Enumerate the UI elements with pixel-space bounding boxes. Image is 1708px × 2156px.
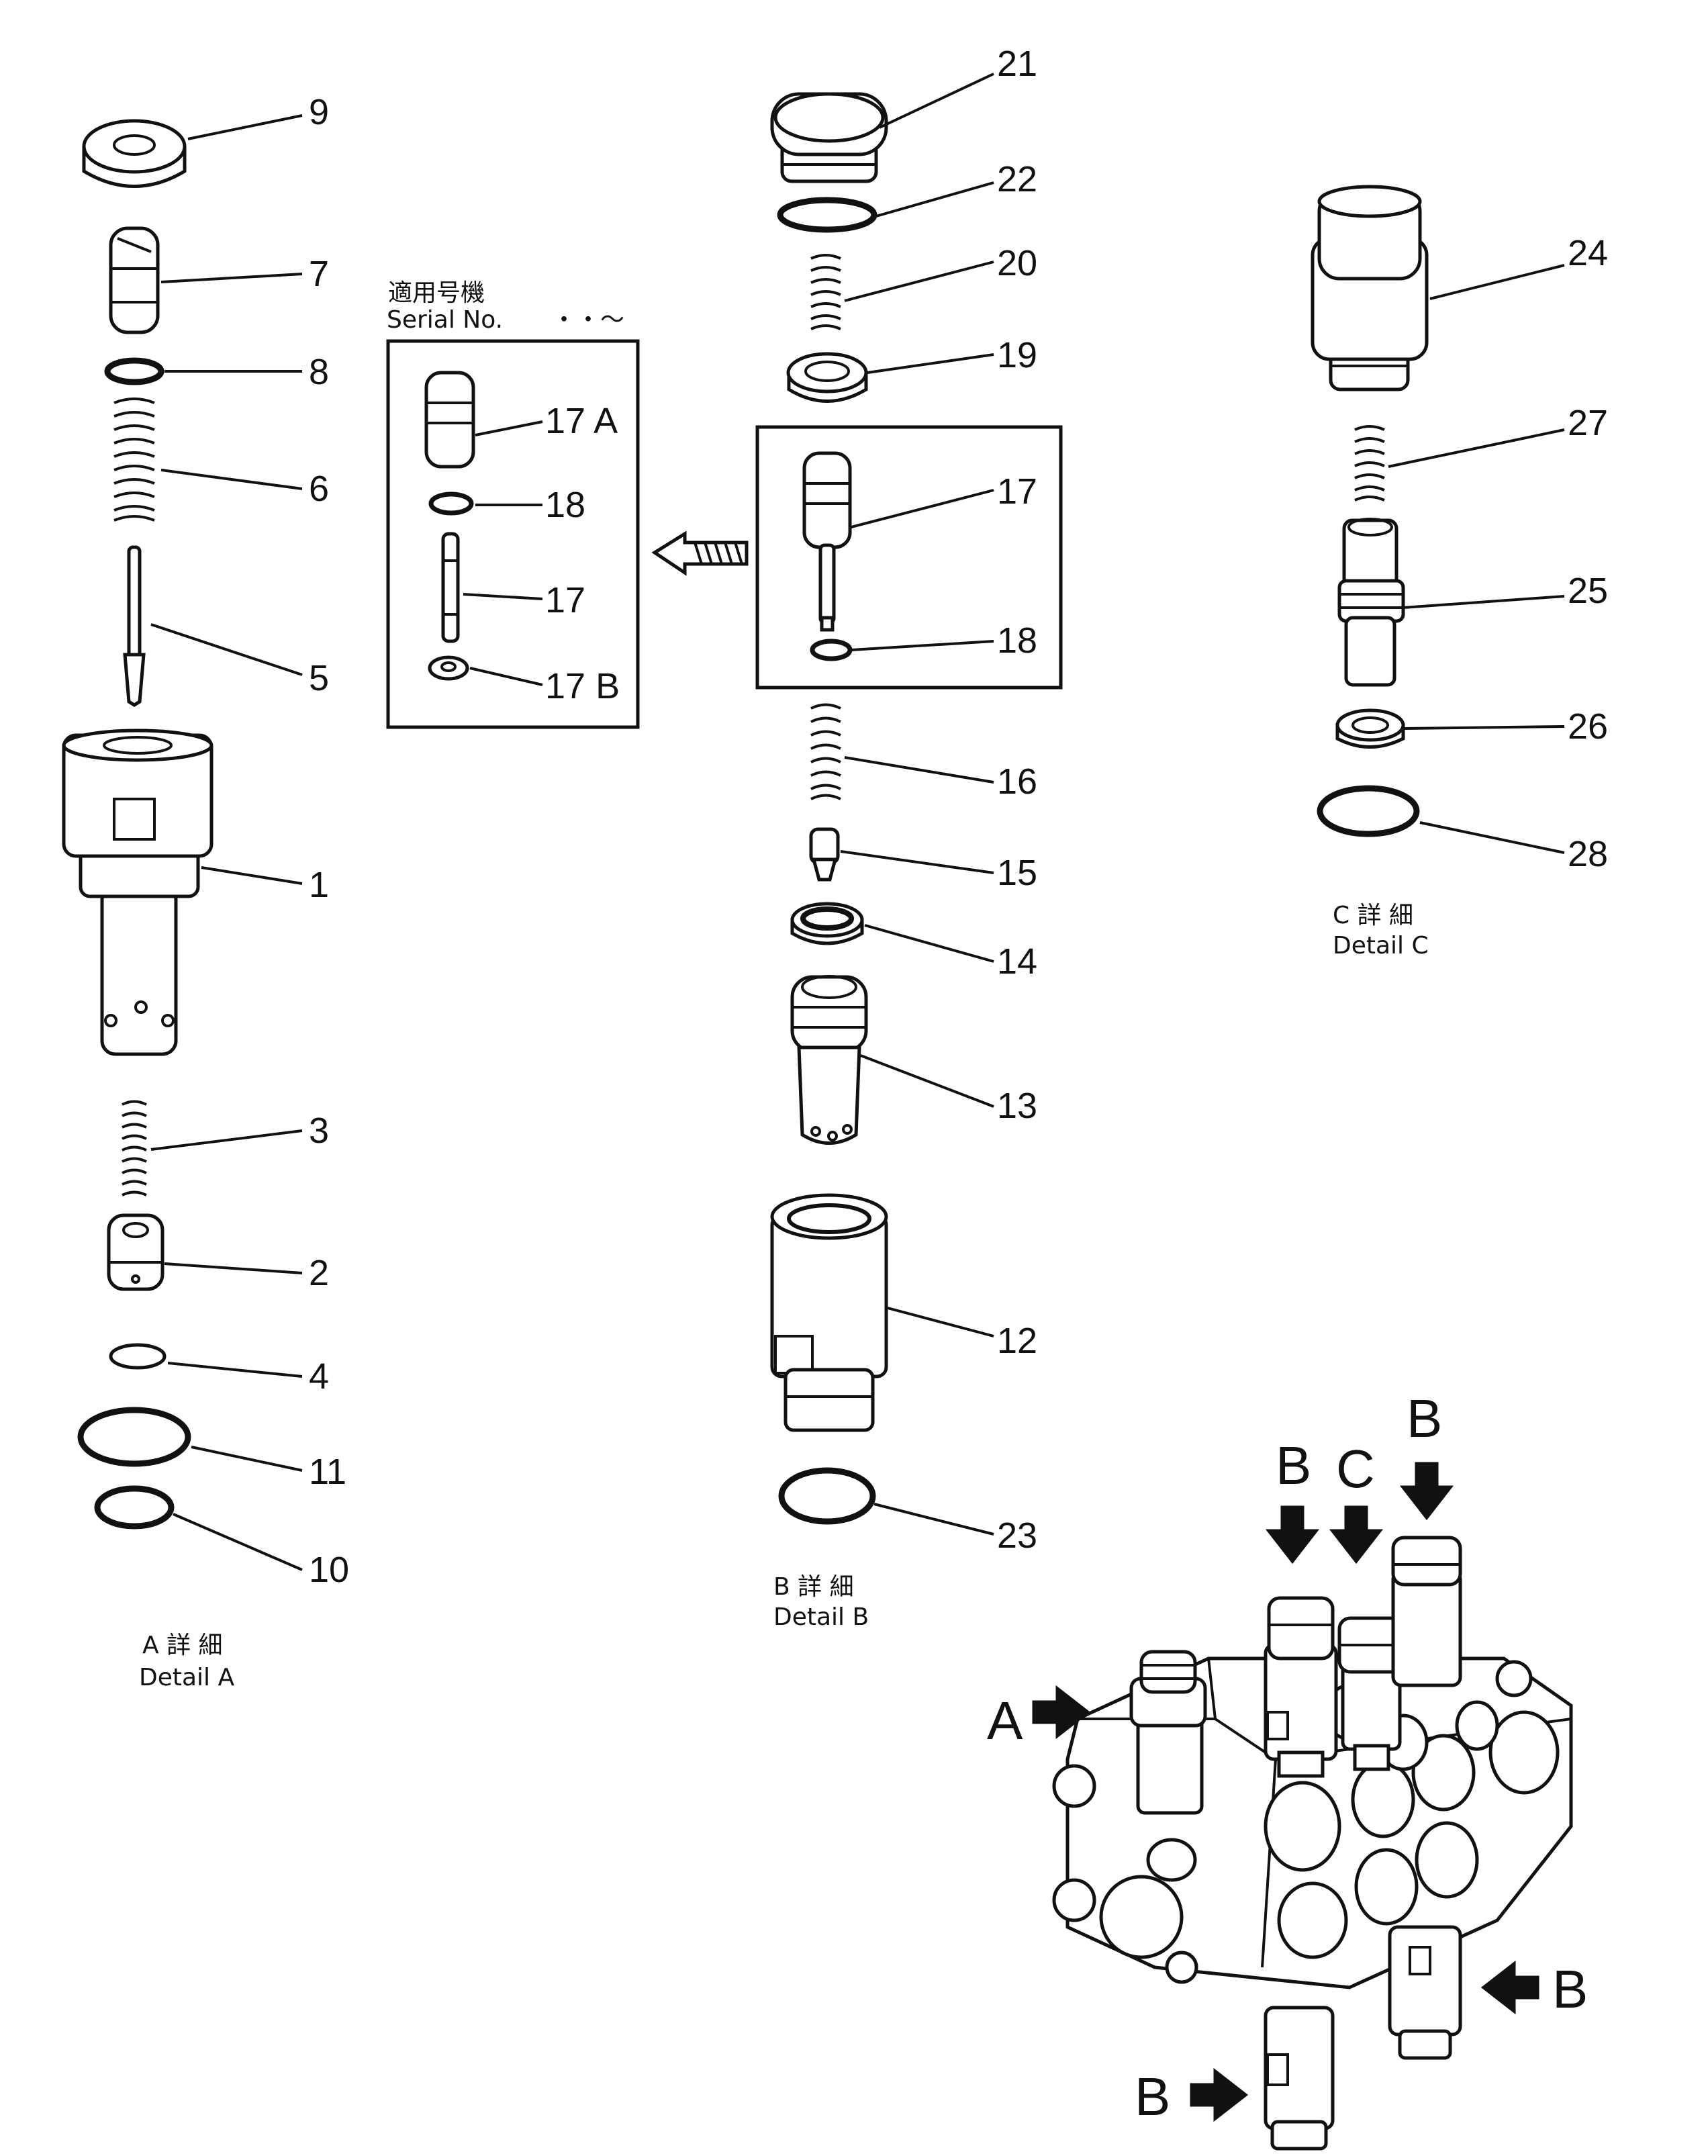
arrow-b-bottom-icon (1190, 2067, 1249, 2122)
part-13-sleeve-icon (790, 975, 868, 1145)
arrow-a-icon (1032, 1685, 1091, 1740)
pointer-label-b-bottom: B (1135, 2067, 1170, 2126)
label-17-b: 17 (997, 471, 1037, 512)
detail-b-caption-jp: B 詳 細 (773, 1573, 854, 1601)
arrow-c-icon (1329, 1505, 1384, 1564)
label-21: 21 (997, 44, 1037, 84)
label-17a: 17 A (545, 401, 618, 441)
detail-c-caption-jp: C 詳 細 (1333, 902, 1413, 929)
label-9: 9 (309, 92, 329, 132)
part-19-seat-icon (786, 352, 868, 403)
hatched-arrow-icon (651, 530, 749, 576)
pointer-label-b-top-right: B (1407, 1389, 1442, 1448)
part-16-spring-icon (810, 703, 841, 800)
part-18-ring-b-icon (810, 639, 853, 661)
label-12: 12 (997, 1321, 1037, 1361)
part-15-poppet-icon (809, 827, 840, 882)
cartridge-a-icon (1129, 1650, 1207, 1815)
arrow-b-top-right-icon (1399, 1462, 1454, 1521)
part-18-o-ring-icon (428, 491, 474, 516)
detail-a-caption-en: Detail A (139, 1664, 234, 1691)
label-27: 27 (1568, 403, 1608, 443)
label-17b: 17 B (545, 666, 620, 706)
part-4-ring-icon (109, 1343, 167, 1370)
part-25-spool-icon (1337, 518, 1405, 687)
label-23: 23 (997, 1515, 1037, 1556)
part-26-seat-icon (1335, 708, 1405, 749)
label-17-box: 17 (545, 580, 585, 620)
label-10: 10 (309, 1550, 349, 1590)
part-7-plug-icon (109, 226, 160, 334)
part-9-nut-icon (82, 119, 187, 188)
detail-b: 21 22 20 19 17 18 16 15 14 13 12 23 B 詳 … (755, 44, 1063, 1631)
arrow-b-top-left-icon (1265, 1505, 1320, 1564)
serial-title-jp: 適用号機 (388, 279, 485, 307)
detail-a-caption-jp: A 詳 細 (142, 1632, 223, 1659)
cartridge-b4-icon (1388, 1925, 1462, 2060)
detail-b-caption-en: Detail B (773, 1603, 869, 1631)
part-10-o-ring-icon (94, 1485, 175, 1530)
label-24: 24 (1568, 233, 1608, 273)
part-1-body-icon (62, 729, 214, 1056)
cartridge-b2-icon (1391, 1536, 1462, 1687)
valve-assembly: B B C A B B (987, 1389, 1588, 2151)
part-20-spring-icon (810, 254, 841, 330)
serial-title-en: Serial No. (387, 306, 503, 334)
label-19: 19 (997, 335, 1037, 375)
part-17-piston-icon (802, 451, 852, 632)
label-7: 7 (309, 254, 329, 294)
pointer-label-a: A (987, 1691, 1023, 1750)
pointer-label-b-top-left: B (1276, 1436, 1311, 1495)
label-20: 20 (997, 243, 1037, 283)
serial-range: ・・～ (552, 306, 624, 334)
part-23-o-ring-icon (778, 1467, 876, 1525)
label-26: 26 (1568, 706, 1608, 747)
cartridge-b3-icon (1264, 2006, 1335, 2151)
cartridge-b1-icon (1264, 1596, 1338, 1778)
part-11-o-ring-icon (77, 1407, 191, 1467)
part-28-o-ring-icon (1317, 785, 1420, 837)
label-11: 11 (309, 1452, 346, 1492)
label-3: 3 (309, 1111, 329, 1151)
part-6-spring-icon (113, 397, 155, 522)
cartridge-c-icon (1337, 1616, 1405, 1771)
label-15: 15 (997, 853, 1037, 893)
part-12-body-icon (770, 1193, 888, 1432)
part-5-needle-icon (123, 545, 146, 707)
label-5: 5 (309, 658, 329, 698)
detail-a: 9 7 8 6 5 1 3 2 4 11 10 A 詳 細 Detail A (62, 92, 349, 1691)
label-14: 14 (997, 941, 1037, 982)
serial-box: 適用号機 Serial No. ・・～ 17 A 18 17 17 B (386, 279, 640, 729)
part-17b-icon (428, 655, 469, 681)
label-18-box: 18 (545, 485, 585, 525)
label-8: 8 (309, 352, 329, 392)
part-27-spring-icon (1354, 425, 1385, 502)
label-28: 28 (1568, 834, 1608, 874)
label-16: 16 (997, 761, 1037, 802)
part-3-spring-icon (122, 1100, 147, 1197)
part-8-o-ring-icon (104, 357, 164, 385)
part-24-cap-icon (1311, 185, 1429, 391)
part-22-o-ring-icon (777, 197, 877, 233)
label-1: 1 (309, 865, 329, 905)
part-21-cap-icon (770, 92, 888, 183)
label-22: 22 (997, 159, 1037, 199)
part-17-pin-icon (441, 532, 460, 643)
part-14-seat-icon (790, 902, 864, 945)
pointer-label-b-right: B (1552, 1959, 1588, 2019)
part-2-poppet-icon (107, 1213, 164, 1291)
label-25: 25 (1568, 571, 1608, 611)
label-13: 13 (997, 1086, 1037, 1126)
arrow-b-right-icon (1480, 1960, 1539, 2015)
label-6: 6 (309, 469, 329, 509)
part-17a-icon (424, 371, 475, 469)
detail-c-caption-en: Detail C (1333, 932, 1429, 959)
pointer-label-c: C (1336, 1439, 1375, 1499)
label-4: 4 (309, 1356, 329, 1397)
label-18-b: 18 (997, 620, 1037, 661)
label-2: 2 (309, 1253, 329, 1293)
detail-c: 24 27 25 26 28 C 詳 細 Detail C (1311, 185, 1608, 959)
